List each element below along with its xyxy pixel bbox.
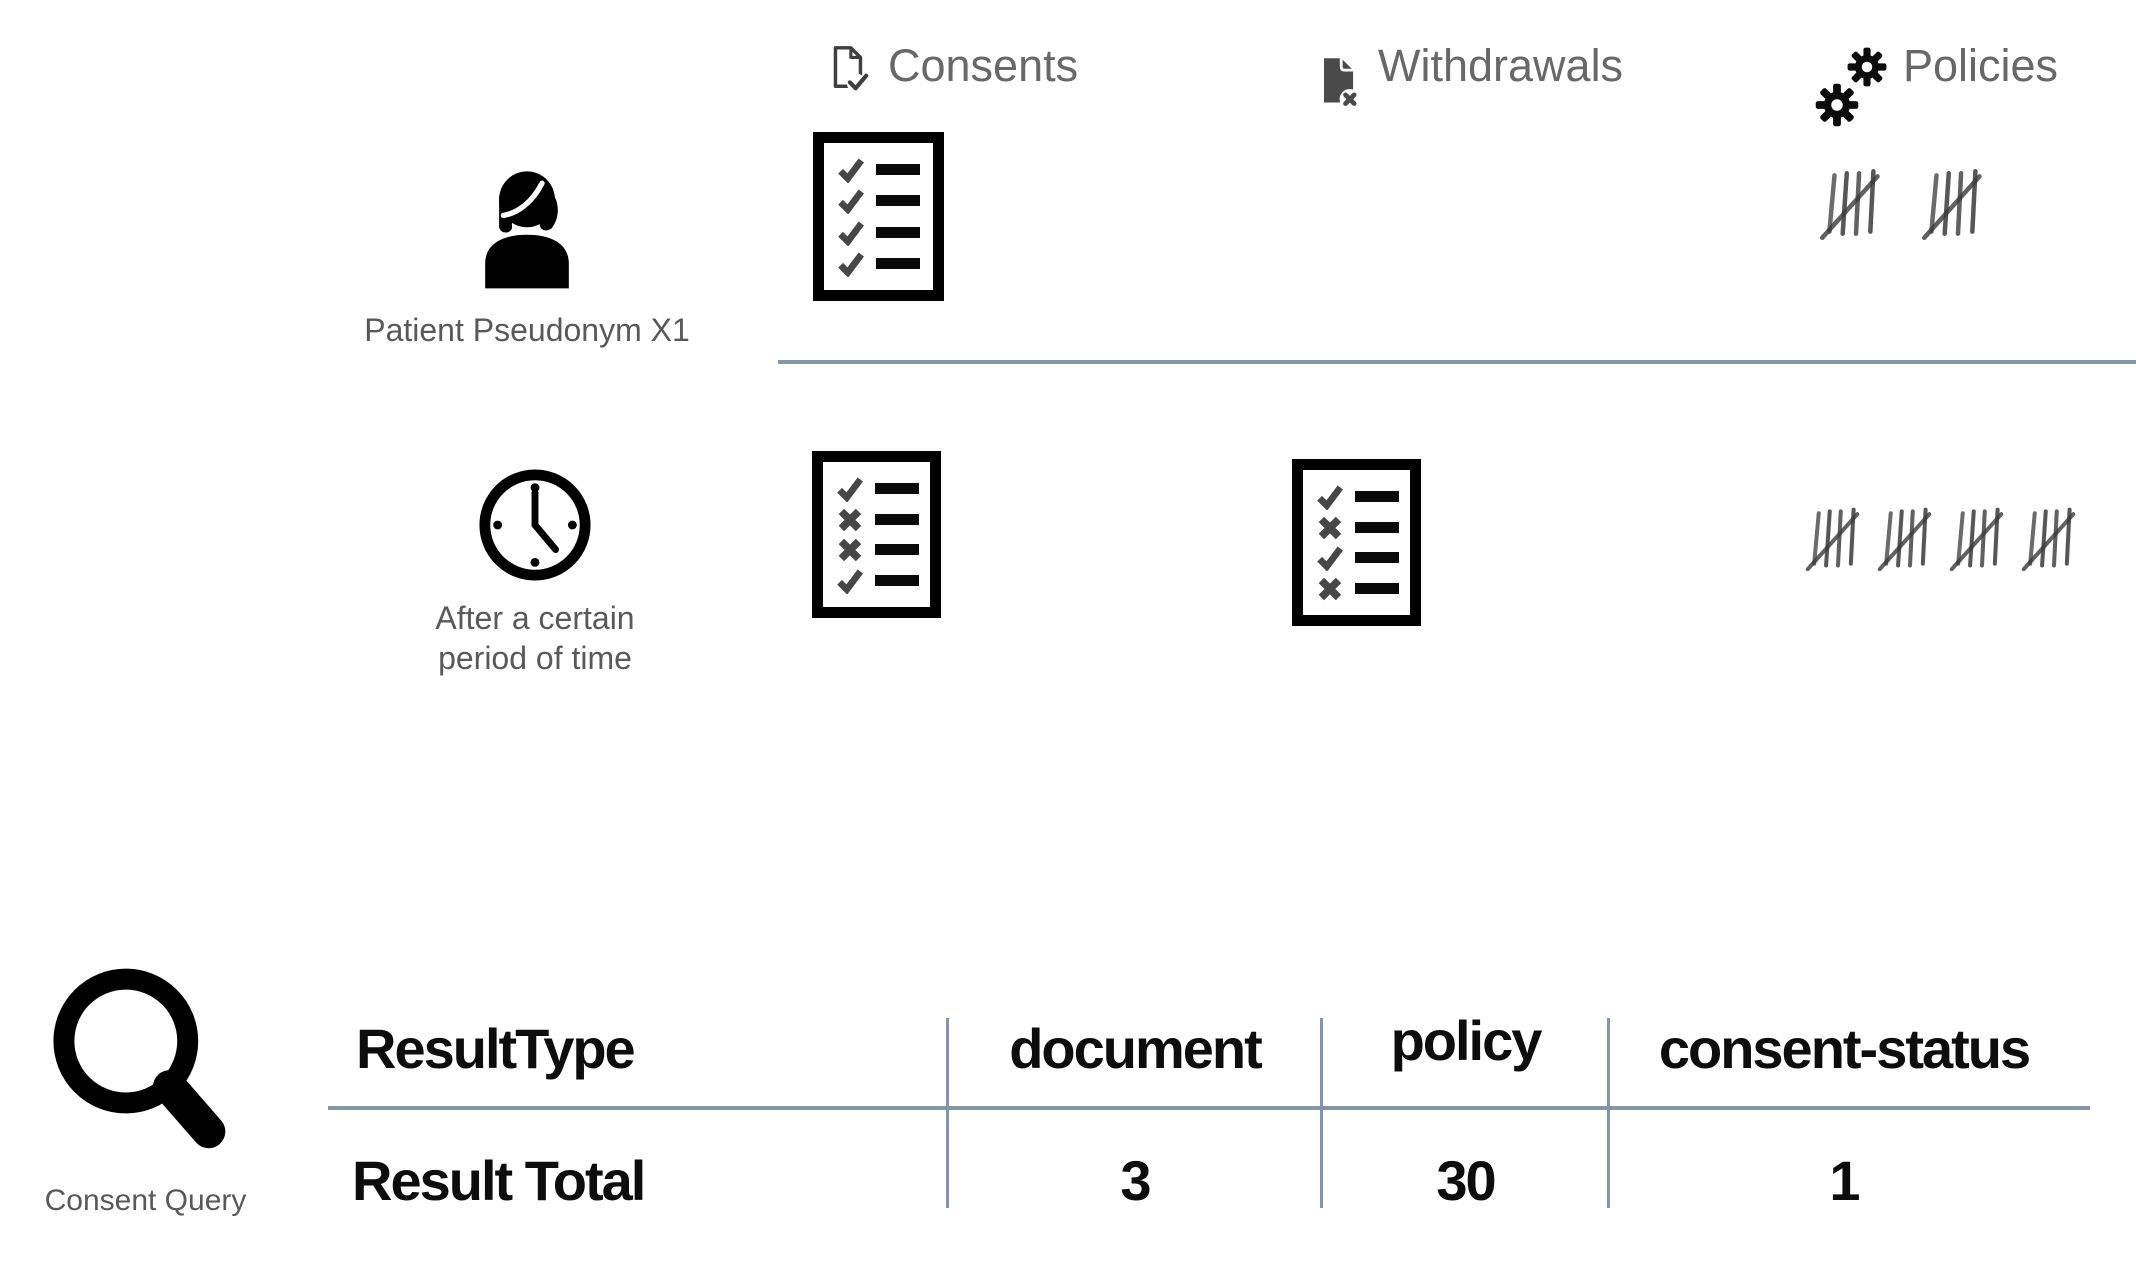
result-table-total-consent-status: 1 [1829, 1149, 1860, 1212]
list-line-bar [876, 164, 920, 175]
checklist-row [1316, 544, 1400, 572]
list-line-bar [875, 483, 919, 494]
result-table-total-document: 3 [1120, 1149, 1151, 1212]
check-mark-icon [1317, 485, 1343, 510]
cross-mark-icon [838, 539, 862, 562]
checklist-row [836, 506, 920, 533]
tally-five-icon [1949, 507, 2004, 572]
list-line-bar [875, 513, 919, 525]
gears-icon [1815, 47, 1887, 127]
checklist-row [1316, 514, 1400, 541]
consents-checklist-all-approved [813, 132, 944, 301]
tally-five-icon [1805, 507, 1860, 572]
checklist-row [1316, 575, 1400, 602]
consents-checklist-mixed [812, 451, 941, 618]
check-mark-icon [838, 158, 864, 183]
list-line-bar [1355, 582, 1399, 594]
checklist-row [837, 219, 923, 246]
withdrawals-column-label: Withdrawals [1378, 40, 1624, 91]
check-mark-icon [837, 569, 863, 594]
table-vertical-rule-2 [1320, 1018, 1323, 1208]
table-vertical-rule-1 [946, 1018, 949, 1208]
clock-icon [479, 469, 591, 581]
cross-mark-icon [1318, 577, 1342, 601]
consent-query-label: Consent Query [44, 1184, 247, 1217]
tally-five-icon [1877, 507, 1932, 572]
list-line-bar [1355, 521, 1399, 533]
list-line-bar [1355, 491, 1399, 502]
result-table-header-document: document [1009, 1017, 1263, 1080]
consents-column-label: Consents [888, 40, 1079, 91]
list-line-bar [876, 257, 920, 269]
check-mark-icon [837, 477, 863, 502]
cross-mark-icon [1318, 516, 1342, 539]
table-header-rule [328, 1106, 2090, 1110]
check-mark-icon [1317, 546, 1343, 572]
checklist-row [837, 187, 923, 215]
table-vertical-rule-3 [1607, 1018, 1610, 1208]
policies-tally-row1 [1813, 160, 2001, 246]
magnifier-icon [53, 968, 226, 1149]
row-separator-line [778, 360, 2136, 364]
list-line-bar [875, 544, 919, 556]
tally-five-icon [1921, 169, 1982, 241]
list-line-bar [876, 195, 920, 207]
check-mark-icon [838, 189, 864, 215]
checklist-row [836, 567, 920, 594]
result-table-total-policy: 30 [1436, 1149, 1496, 1212]
list-line-bar [876, 226, 920, 238]
result-table-header-resulttype: ResultType [356, 1017, 636, 1080]
checklist-row [836, 475, 920, 502]
checklist-row [836, 536, 920, 563]
list-line-bar [875, 574, 919, 586]
result-table-header-policy: policy [1390, 1009, 1543, 1072]
time-label-line1: After a certain [435, 600, 635, 636]
cross-mark-icon [838, 508, 862, 531]
time-label-line2: period of time [438, 640, 632, 676]
checklist-row [837, 156, 923, 183]
person-icon [485, 171, 569, 289]
withdrawals-checklist-mixed [1292, 459, 1421, 626]
policies-column-label: Policies [1903, 40, 2059, 91]
document-x-icon [1324, 58, 1361, 110]
list-line-bar [1355, 552, 1399, 564]
check-mark-icon [838, 252, 864, 277]
policies-tally-row2 [1805, 498, 2087, 578]
tally-five-icon [2021, 507, 2076, 572]
tally-five-icon [1819, 169, 1880, 241]
result-table-header-consent-status: consent-status [1658, 1017, 2031, 1080]
patient-label: Patient Pseudonym X1 [364, 312, 690, 348]
checklist-row [1316, 483, 1400, 510]
document-check-icon [833, 46, 869, 93]
check-mark-icon [838, 221, 864, 246]
checklist-row [837, 250, 923, 277]
result-table-total-label: Result Total [352, 1149, 646, 1212]
